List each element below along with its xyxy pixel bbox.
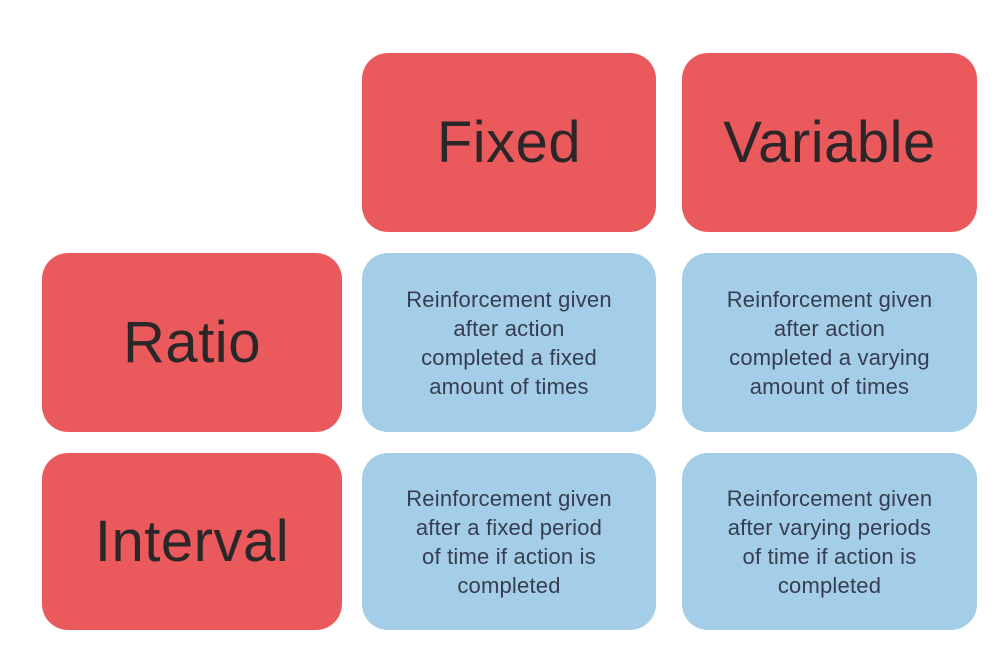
cell-interval-fixed: Reinforcement given after a fixed period… (362, 453, 656, 630)
column-header-fixed: Fixed (362, 53, 656, 232)
cell-ratio-variable: Reinforcement given after action complet… (682, 253, 977, 432)
column-header-variable: Variable (682, 53, 977, 232)
row-header-interval: Interval (42, 453, 342, 630)
row-header-ratio: Ratio (42, 253, 342, 432)
cell-interval-variable: Reinforcement given after varying period… (682, 453, 977, 630)
cell-ratio-fixed: Reinforcement given after action complet… (362, 253, 656, 432)
reinforcement-schedule-matrix: Fixed Variable Ratio Reinforcement given… (42, 53, 977, 630)
